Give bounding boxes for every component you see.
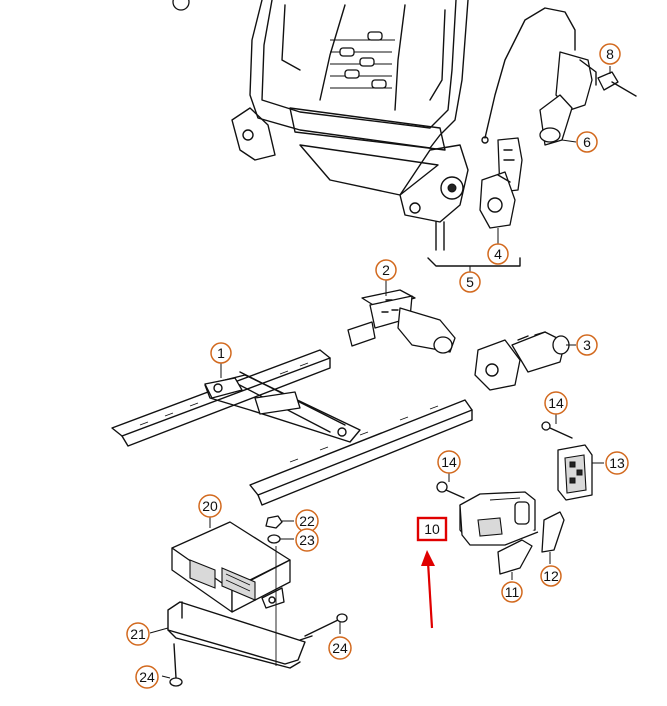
screw-part-14-lower: [436, 473, 465, 499]
mounting-bracket-part-21: [149, 601, 313, 669]
callout-12[interactable]: 12: [540, 565, 562, 587]
callout-label: 10: [424, 521, 440, 537]
callout-14-upper[interactable]: 14: [544, 391, 568, 415]
callout-label: 14: [548, 395, 564, 411]
seat-back-frame: [172, 0, 521, 272]
callout-5[interactable]: 5: [459, 271, 481, 293]
knob-part-11: [497, 539, 533, 580]
highlight-arrow: [421, 550, 435, 629]
callout-13[interactable]: 13: [605, 451, 629, 475]
callout-label: 5: [466, 274, 474, 290]
callout-label: 4: [494, 246, 502, 262]
callout-label: 22: [299, 513, 315, 529]
callout-8[interactable]: 8: [599, 43, 621, 65]
callout-label: 12: [543, 568, 559, 584]
callout-6[interactable]: 6: [576, 131, 598, 153]
callout-23[interactable]: 23: [295, 528, 319, 552]
callout-label: 21: [130, 626, 146, 642]
callout-label: 1: [217, 345, 225, 361]
backrest-motor-part-6: [481, 7, 597, 146]
callout-label: 6: [583, 134, 591, 150]
callout-2[interactable]: 2: [375, 259, 397, 281]
callout-label: 23: [299, 532, 315, 548]
callout-label: 2: [382, 262, 390, 278]
screw-part-24-right: [304, 613, 348, 637]
seat-rail-frame-part-1: [111, 349, 473, 506]
callout-label: 20: [202, 498, 218, 514]
callout-label: 11: [505, 584, 520, 600]
callout-label: 14: [441, 454, 457, 470]
screw-part-24-left: [161, 643, 183, 687]
knob-part-12: [541, 511, 565, 564]
callout-24-left[interactable]: 24: [135, 665, 159, 689]
nut-part-22: [265, 515, 294, 529]
callout-label: 3: [583, 337, 591, 353]
callout-21[interactable]: 21: [126, 622, 150, 646]
callout-14-lower[interactable]: 14: [437, 450, 461, 474]
bolt-part-8: [597, 66, 637, 97]
control-unit-part-20: [171, 516, 291, 613]
callout-label: 24: [139, 669, 155, 685]
motor-part-2: [347, 280, 456, 354]
callout-label: 13: [609, 455, 625, 471]
callout-10-highlighted[interactable]: 10: [416, 516, 448, 542]
washer-part-23: [267, 534, 294, 666]
motor-part-4: [479, 137, 523, 244]
callout-label: 24: [332, 640, 348, 656]
callout-1[interactable]: 1: [210, 342, 232, 364]
screw-part-14-upper: [541, 414, 573, 439]
callout-24-right[interactable]: 24: [328, 636, 352, 660]
callout-20[interactable]: 20: [198, 494, 222, 518]
callout-3[interactable]: 3: [576, 334, 598, 356]
switch-part-10: [459, 491, 539, 546]
switch-part-13: [557, 444, 604, 501]
callout-label: 8: [606, 46, 614, 62]
callout-11[interactable]: 11: [501, 581, 523, 603]
callout-4[interactable]: 4: [487, 243, 509, 265]
motor-part-3: [474, 331, 576, 391]
